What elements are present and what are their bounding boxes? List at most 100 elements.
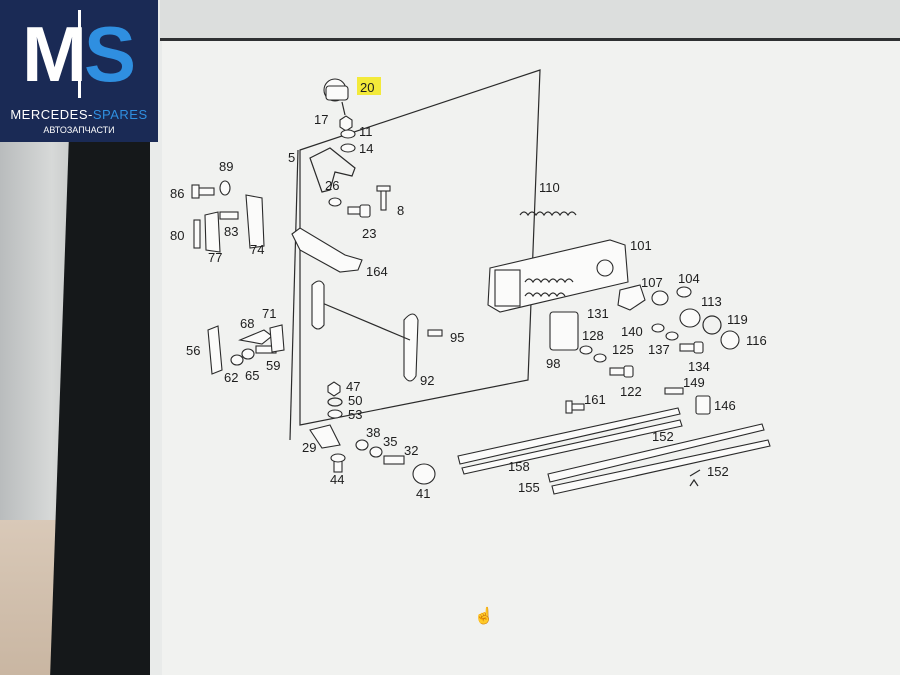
label-part-35: 35: [383, 434, 397, 449]
label-part-8: 8: [397, 203, 404, 218]
part-74-hinge-plate: [245, 194, 265, 249]
part-161-screw: [565, 400, 585, 414]
label-part-137: 137: [648, 342, 670, 357]
label-part-95: 95: [450, 330, 464, 345]
label-part-125: 125: [612, 342, 634, 357]
viewer-top-strip: [160, 0, 900, 41]
label-part-149: 149: [683, 375, 705, 390]
part-122-bolt: [609, 365, 634, 378]
part-140-washer: [665, 331, 679, 341]
label-part-77: 77: [208, 250, 222, 265]
label-part-113: 113: [701, 294, 722, 309]
label-part-158: 158: [508, 459, 530, 474]
label-part-32: 32: [404, 443, 418, 458]
part-17-nut: [339, 115, 353, 132]
part-128-washer: [579, 345, 593, 355]
label-part-101: 101: [630, 238, 652, 253]
part-5-bracket: [309, 147, 356, 193]
label-part-146: 146: [714, 398, 736, 413]
label-part-23: 23: [362, 226, 376, 241]
label-part-155: 155: [518, 480, 540, 495]
part-119-clip: [702, 315, 722, 335]
logo-letter-s: S: [84, 10, 137, 98]
part-50-clip: [327, 397, 343, 407]
part-158-rail: [457, 407, 681, 465]
part-113-ring: [679, 308, 701, 328]
part-152-rail: [461, 419, 683, 475]
label-part-83: 83: [224, 224, 238, 239]
part-65-washer: [241, 348, 255, 360]
label-part-62: 62: [224, 370, 238, 385]
part-53-washer: [327, 409, 343, 419]
label-part-140: 140: [621, 324, 643, 339]
label-part-26: 26: [325, 178, 339, 193]
label-part-50: 50: [348, 393, 362, 408]
part-89-washer: [219, 180, 231, 196]
label-part-80: 80: [170, 228, 184, 243]
label-part-131: 131: [587, 306, 609, 321]
logo-name-part2: SPARES: [92, 107, 148, 122]
part-104-cap: [651, 290, 669, 306]
part-146-clip: [695, 395, 711, 415]
label-part-104: 104: [678, 271, 700, 286]
part-107-latch: [617, 284, 646, 311]
part-44-bolt: [330, 453, 346, 473]
label-part-59: 59: [266, 358, 280, 373]
parts-diagram-sheet: [162, 41, 900, 675]
label-part-56: 56: [186, 343, 200, 358]
label-part-68: 68: [240, 316, 254, 331]
label-part-161: 161: [584, 392, 606, 407]
label-part-98: 98: [546, 356, 560, 371]
label-part-71: 71: [262, 306, 276, 321]
label-part-107: 107: [641, 275, 663, 290]
label-part-134: 134: [688, 359, 710, 374]
part-20-lock-cylinder: [323, 78, 349, 116]
label-part-86: 86: [170, 186, 184, 201]
part-47-nut: [327, 381, 341, 397]
logo-subtitle: АВТОЗАПЧАСТИ: [43, 125, 115, 135]
part-26-washer: [328, 197, 342, 207]
part-137-washer: [651, 323, 665, 333]
label-part-5: 5: [288, 150, 295, 165]
part-62-washer: [230, 354, 244, 366]
part-29-bracket: [309, 424, 341, 449]
part-134-bolt: [679, 341, 704, 354]
highlight-part-20: [357, 77, 381, 95]
door-panel-outline: [299, 69, 541, 426]
label-part-38: 38: [366, 425, 380, 440]
part-68-cone: [238, 329, 273, 345]
logo-letter-m: M: [22, 10, 87, 98]
part-125-washer: [593, 353, 607, 363]
label-part-164: 164: [366, 264, 388, 279]
label-part-44: 44: [330, 472, 344, 487]
part-110-spring: [519, 211, 577, 217]
logo-divider: [78, 10, 81, 98]
label-part-20: 20: [360, 80, 374, 95]
part-71-plate: [269, 324, 285, 353]
part-149-screw: [664, 387, 684, 395]
label-part-53: 53: [348, 407, 362, 422]
label-part-74: 74: [250, 242, 264, 257]
part-56-bracket: [207, 325, 223, 375]
part-23-bolt: [347, 204, 371, 218]
part-8-screw: [376, 185, 391, 211]
label-part-152-lower: 152: [707, 464, 729, 479]
part-155-rail: [547, 423, 765, 483]
logo-brand-name: MERCEDES-SPARES: [0, 107, 158, 122]
part-86-bolt: [191, 184, 215, 199]
label-part-14: 14: [359, 141, 373, 156]
part-116-plug: [720, 330, 740, 350]
part-35-washer: [369, 446, 383, 458]
part-164-arm: [291, 227, 363, 273]
part-98-plate: [549, 311, 579, 351]
part-11-washer: [340, 129, 356, 139]
part-41-knob: [412, 463, 436, 485]
label-part-11: 11: [359, 124, 373, 139]
part-152-rail-lower: [551, 439, 771, 495]
label-part-65: 65: [245, 368, 259, 383]
hand-cursor-icon: ☝: [474, 608, 494, 625]
part-32-bolt: [383, 455, 405, 465]
part-80-pin: [193, 219, 201, 249]
label-part-17: 17: [314, 112, 328, 127]
